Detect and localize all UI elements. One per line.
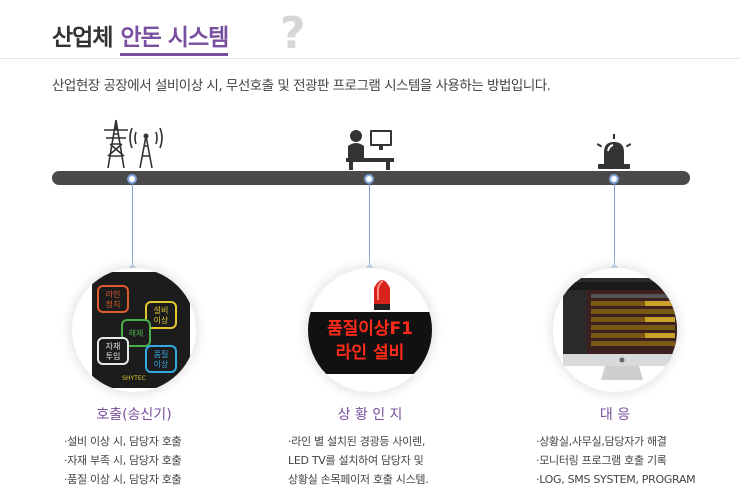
question-mark-icon: ? xyxy=(280,8,306,59)
desc-line: 상황실 손목페이저 호출 시스템. xyxy=(288,473,429,486)
desc-line: ·라인 별 설치된 경광등 사이렌, xyxy=(288,435,426,448)
title-accent-text: 안돈 시스템 xyxy=(120,25,229,56)
siren-light-icon xyxy=(596,134,632,169)
title-dark-text: 산업체 xyxy=(52,25,113,51)
led-display-line-2: 라인 설비 xyxy=(336,343,404,363)
column-desc-1: ·설비 이상 시, 담당자 호출 ·자재 부족 시, 담당자 호출 ·품질 이상… xyxy=(64,432,182,489)
monitor-image xyxy=(553,268,677,392)
timeline-pin-1 xyxy=(127,174,137,184)
device-brand-label: SHYTEC xyxy=(122,375,146,382)
operator-desk-icon xyxy=(346,130,394,170)
desc-line: ·자재 부족 시, 담당자 호출 xyxy=(64,454,182,467)
desc-line: ·품질 이상 시, 담당자 호출 xyxy=(64,473,182,486)
header-divider xyxy=(0,58,740,59)
page-subtitle: 산업현장 공장에서 설비이상 시, 무선호출 및 전광판 프로그램 시스템을 사… xyxy=(52,78,551,94)
desc-line: ·상황실,사무실,담당자가 해결 xyxy=(536,435,667,448)
connector-line-2 xyxy=(366,184,373,272)
column-title-3: 대 응 xyxy=(599,407,631,423)
column-desc-2: ·라인 별 설치된 경광등 사이렌, LED TV를 설치하여 담당자 및 상황… xyxy=(288,432,429,489)
desc-line: ·모니터링 프로그램 호출 기록 xyxy=(536,454,667,467)
page-title: 산업체 안돈 시스템 xyxy=(52,18,229,56)
timeline-pin-2 xyxy=(364,174,374,184)
desc-line: ·설비 이상 시, 담당자 호출 xyxy=(64,435,182,448)
column-title-1: 호출(송신기) xyxy=(96,407,172,423)
timeline-pin-3 xyxy=(609,174,619,184)
transmission-tower-icon xyxy=(104,119,163,169)
connector-line-3 xyxy=(611,184,618,272)
desc-line: LED TV를 설치하여 담당자 및 xyxy=(288,454,424,467)
led-display-line-1: 품질이상F1 xyxy=(327,318,413,339)
led-board-image: 품질이상F1 라인 설비 xyxy=(308,268,432,392)
device-button-label-3: 해제 xyxy=(129,328,144,338)
column-title-2: 상 황 인 지 xyxy=(337,407,403,423)
connector-line-1 xyxy=(129,184,136,272)
column-desc-3: ·상황실,사무실,담당자가 해결 ·모니터링 프로그램 호출 기록 ·LOG, … xyxy=(536,432,696,489)
desc-line: ·LOG, SMS SYSTEM, PROGRAM xyxy=(536,473,696,486)
